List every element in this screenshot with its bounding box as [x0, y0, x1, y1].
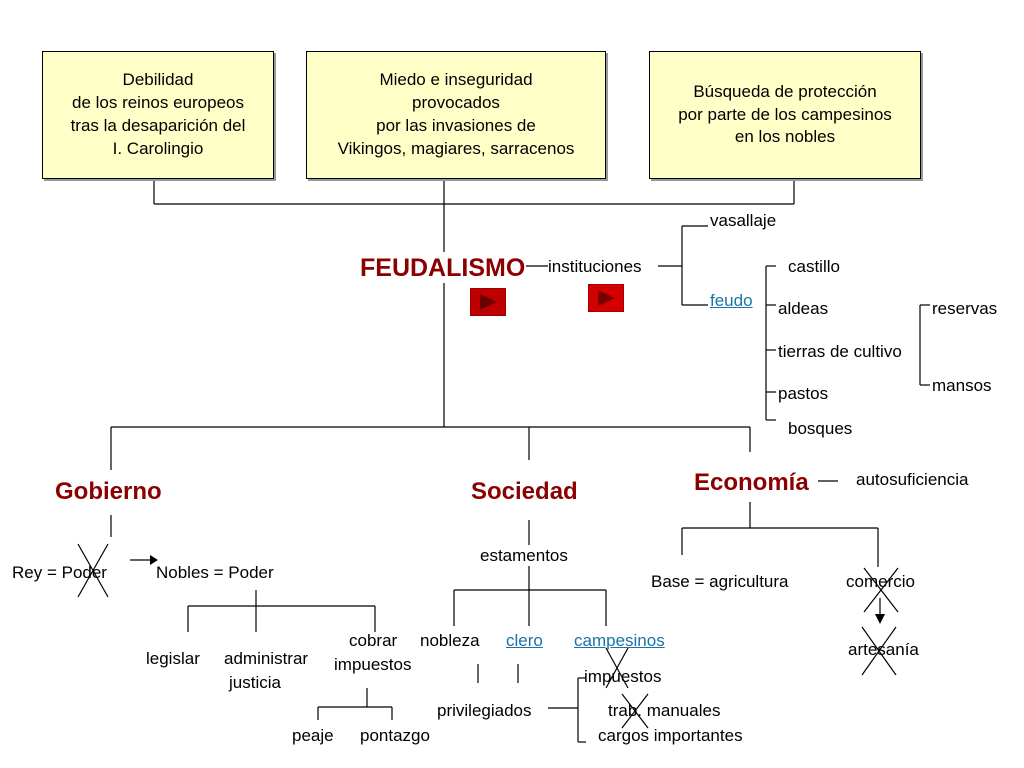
tierras-part-mansos: mansos [932, 376, 992, 395]
artesania-label: artesanía [848, 640, 919, 659]
gobierno-title: Gobierno [55, 478, 162, 505]
justicia-label: justicia [229, 673, 281, 692]
feudo-link[interactable]: feudo [710, 291, 753, 310]
sociedad-impuestos-label: impuestos [584, 667, 662, 686]
cause-text-debilidad: Debilidad de los reinos europeos tras la… [70, 70, 246, 158]
nobles-poder-label: Nobles = Poder [156, 563, 274, 582]
feudo-part-aldeas: aldeas [778, 299, 829, 318]
feudo-part-bosques: bosques [788, 419, 853, 438]
gobierno-impuestos-label: impuestos [334, 655, 412, 674]
sociedad-title: Sociedad [471, 478, 578, 505]
comercio-label: comercio [846, 572, 915, 591]
base-agricultura-label: Base = agricultura [651, 572, 789, 591]
cause-text-miedo: Miedo e inseguridad provocados por las i… [337, 70, 575, 158]
autosuficiencia-label: autosuficiencia [856, 470, 969, 489]
privilegiados-label: privilegiados [437, 701, 532, 720]
pontazgo-label: pontazgo [360, 726, 430, 745]
vasallaje-label: vasallaje [710, 211, 777, 230]
estamentos-label: estamentos [480, 546, 568, 565]
cause-box-proteccion: Búsqueda de protección por parte de los … [649, 51, 921, 179]
feudo-part-castillo: castillo [788, 257, 840, 276]
cause-box-miedo: Miedo e inseguridad provocados por las i… [306, 51, 606, 179]
cargos-label: cargos importantes [598, 726, 743, 745]
tierras-part-reservas: reservas [932, 299, 998, 318]
trab-manuales-label: trab. manuales [608, 701, 721, 720]
feudalismo-title: FEUDALISMO [360, 254, 526, 282]
instituciones-label: instituciones [548, 257, 642, 276]
clero-link[interactable]: clero [506, 631, 543, 650]
play-button-right[interactable] [588, 284, 624, 312]
play-button-left[interactable] [470, 288, 506, 316]
feudo-part-tierras: tierras de cultivo [778, 342, 902, 361]
administrar-label: administrar [224, 649, 309, 668]
rey-poder-label: Rey = Poder [12, 563, 107, 582]
campesinos-link[interactable]: campesinos [574, 631, 665, 650]
economia-title: Economía [694, 469, 809, 496]
feudo-part-pastos: pastos [778, 384, 829, 403]
peaje-label: peaje [292, 726, 334, 745]
legislar-label: legislar [146, 649, 200, 668]
cause-box-debilidad: Debilidad de los reinos europeos tras la… [42, 51, 274, 179]
cause-text-proteccion: Búsqueda de protección por parte de los … [678, 81, 892, 147]
nobleza-label: nobleza [420, 631, 480, 650]
cobrar-label: cobrar [349, 631, 398, 650]
